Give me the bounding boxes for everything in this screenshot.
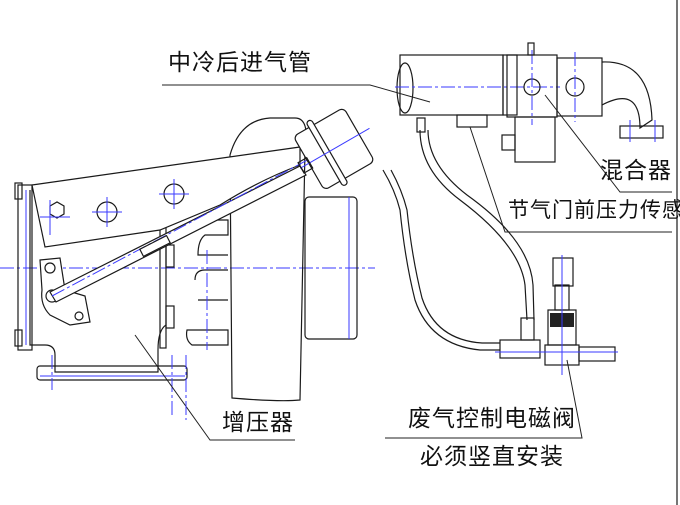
mixer-body bbox=[556, 57, 603, 117]
hose-intake-outer bbox=[419, 129, 528, 321]
rod-centerline bbox=[51, 147, 331, 297]
label-mixer: 混合器 bbox=[600, 158, 672, 184]
hose-actuator-outer bbox=[382, 169, 500, 351]
compressor-cover bbox=[304, 196, 358, 340]
intake-pipe-body bbox=[399, 54, 504, 116]
lever-pivot bbox=[44, 262, 56, 274]
mixer-assembly bbox=[501, 42, 664, 163]
center-section-top bbox=[197, 219, 229, 256]
intake-leader-line bbox=[162, 84, 431, 103]
turbine-housing bbox=[29, 190, 167, 373]
solenoid-exhaust bbox=[578, 346, 616, 362]
tee-branch bbox=[520, 317, 535, 341]
solenoid-leader-line bbox=[385, 359, 583, 439]
bracket-bolts bbox=[40, 179, 189, 235]
label-pressure-sensor: 节气门前压力传感器 bbox=[508, 198, 680, 222]
wastegate-solenoid-valve bbox=[495, 255, 618, 375]
hose-intake-inner bbox=[427, 129, 535, 321]
rod-adjuster bbox=[139, 234, 171, 258]
turbine-flange bbox=[17, 184, 33, 351]
pressure-sensor-body bbox=[456, 114, 488, 128]
vacuum-hoses bbox=[382, 129, 535, 351]
label-intercooler-intake: 中冷后进气管 bbox=[168, 50, 312, 76]
plate-bolt-top bbox=[165, 244, 175, 268]
label-turbocharger: 增压器 bbox=[222, 410, 294, 436]
hose-actuator-inner bbox=[390, 169, 500, 344]
tee-fitting bbox=[499, 339, 541, 359]
turbine-outlet-flange bbox=[36, 365, 188, 381]
label-vertical-install: 必须竖直安装 bbox=[420, 444, 564, 470]
flange-bolt-top bbox=[14, 182, 23, 200]
flange-bolt-bottom bbox=[14, 329, 23, 347]
actuator-centerline bbox=[299, 127, 370, 169]
intercooler-intake-pipe bbox=[395, 54, 560, 133]
throttle-motor bbox=[514, 116, 556, 163]
intake-hose-fitting bbox=[416, 117, 426, 133]
throttle-body bbox=[502, 54, 518, 116]
label-solenoid-valve: 废气控制电磁阀 bbox=[408, 406, 576, 432]
center-section-bottom bbox=[194, 269, 228, 301]
solenoid-connector bbox=[552, 257, 574, 287]
plate-bolt-bottom bbox=[165, 305, 175, 329]
turbo-leader-line bbox=[134, 334, 295, 441]
center-oil-boss bbox=[185, 329, 229, 346]
throttle-connector bbox=[501, 134, 516, 151]
sensor-leader-line bbox=[469, 126, 672, 233]
throttle-top-bolt bbox=[527, 42, 535, 56]
wastegate-actuator bbox=[294, 108, 374, 189]
mixer-leader-line bbox=[544, 94, 672, 193]
mixer-elbow-flange bbox=[619, 125, 664, 139]
intake-pipe-end bbox=[396, 62, 414, 114]
actuator-rod-nut bbox=[297, 156, 314, 174]
mixer-elbow bbox=[601, 61, 653, 130]
turbocharger bbox=[0, 117, 375, 441]
lever-screw bbox=[74, 311, 84, 321]
